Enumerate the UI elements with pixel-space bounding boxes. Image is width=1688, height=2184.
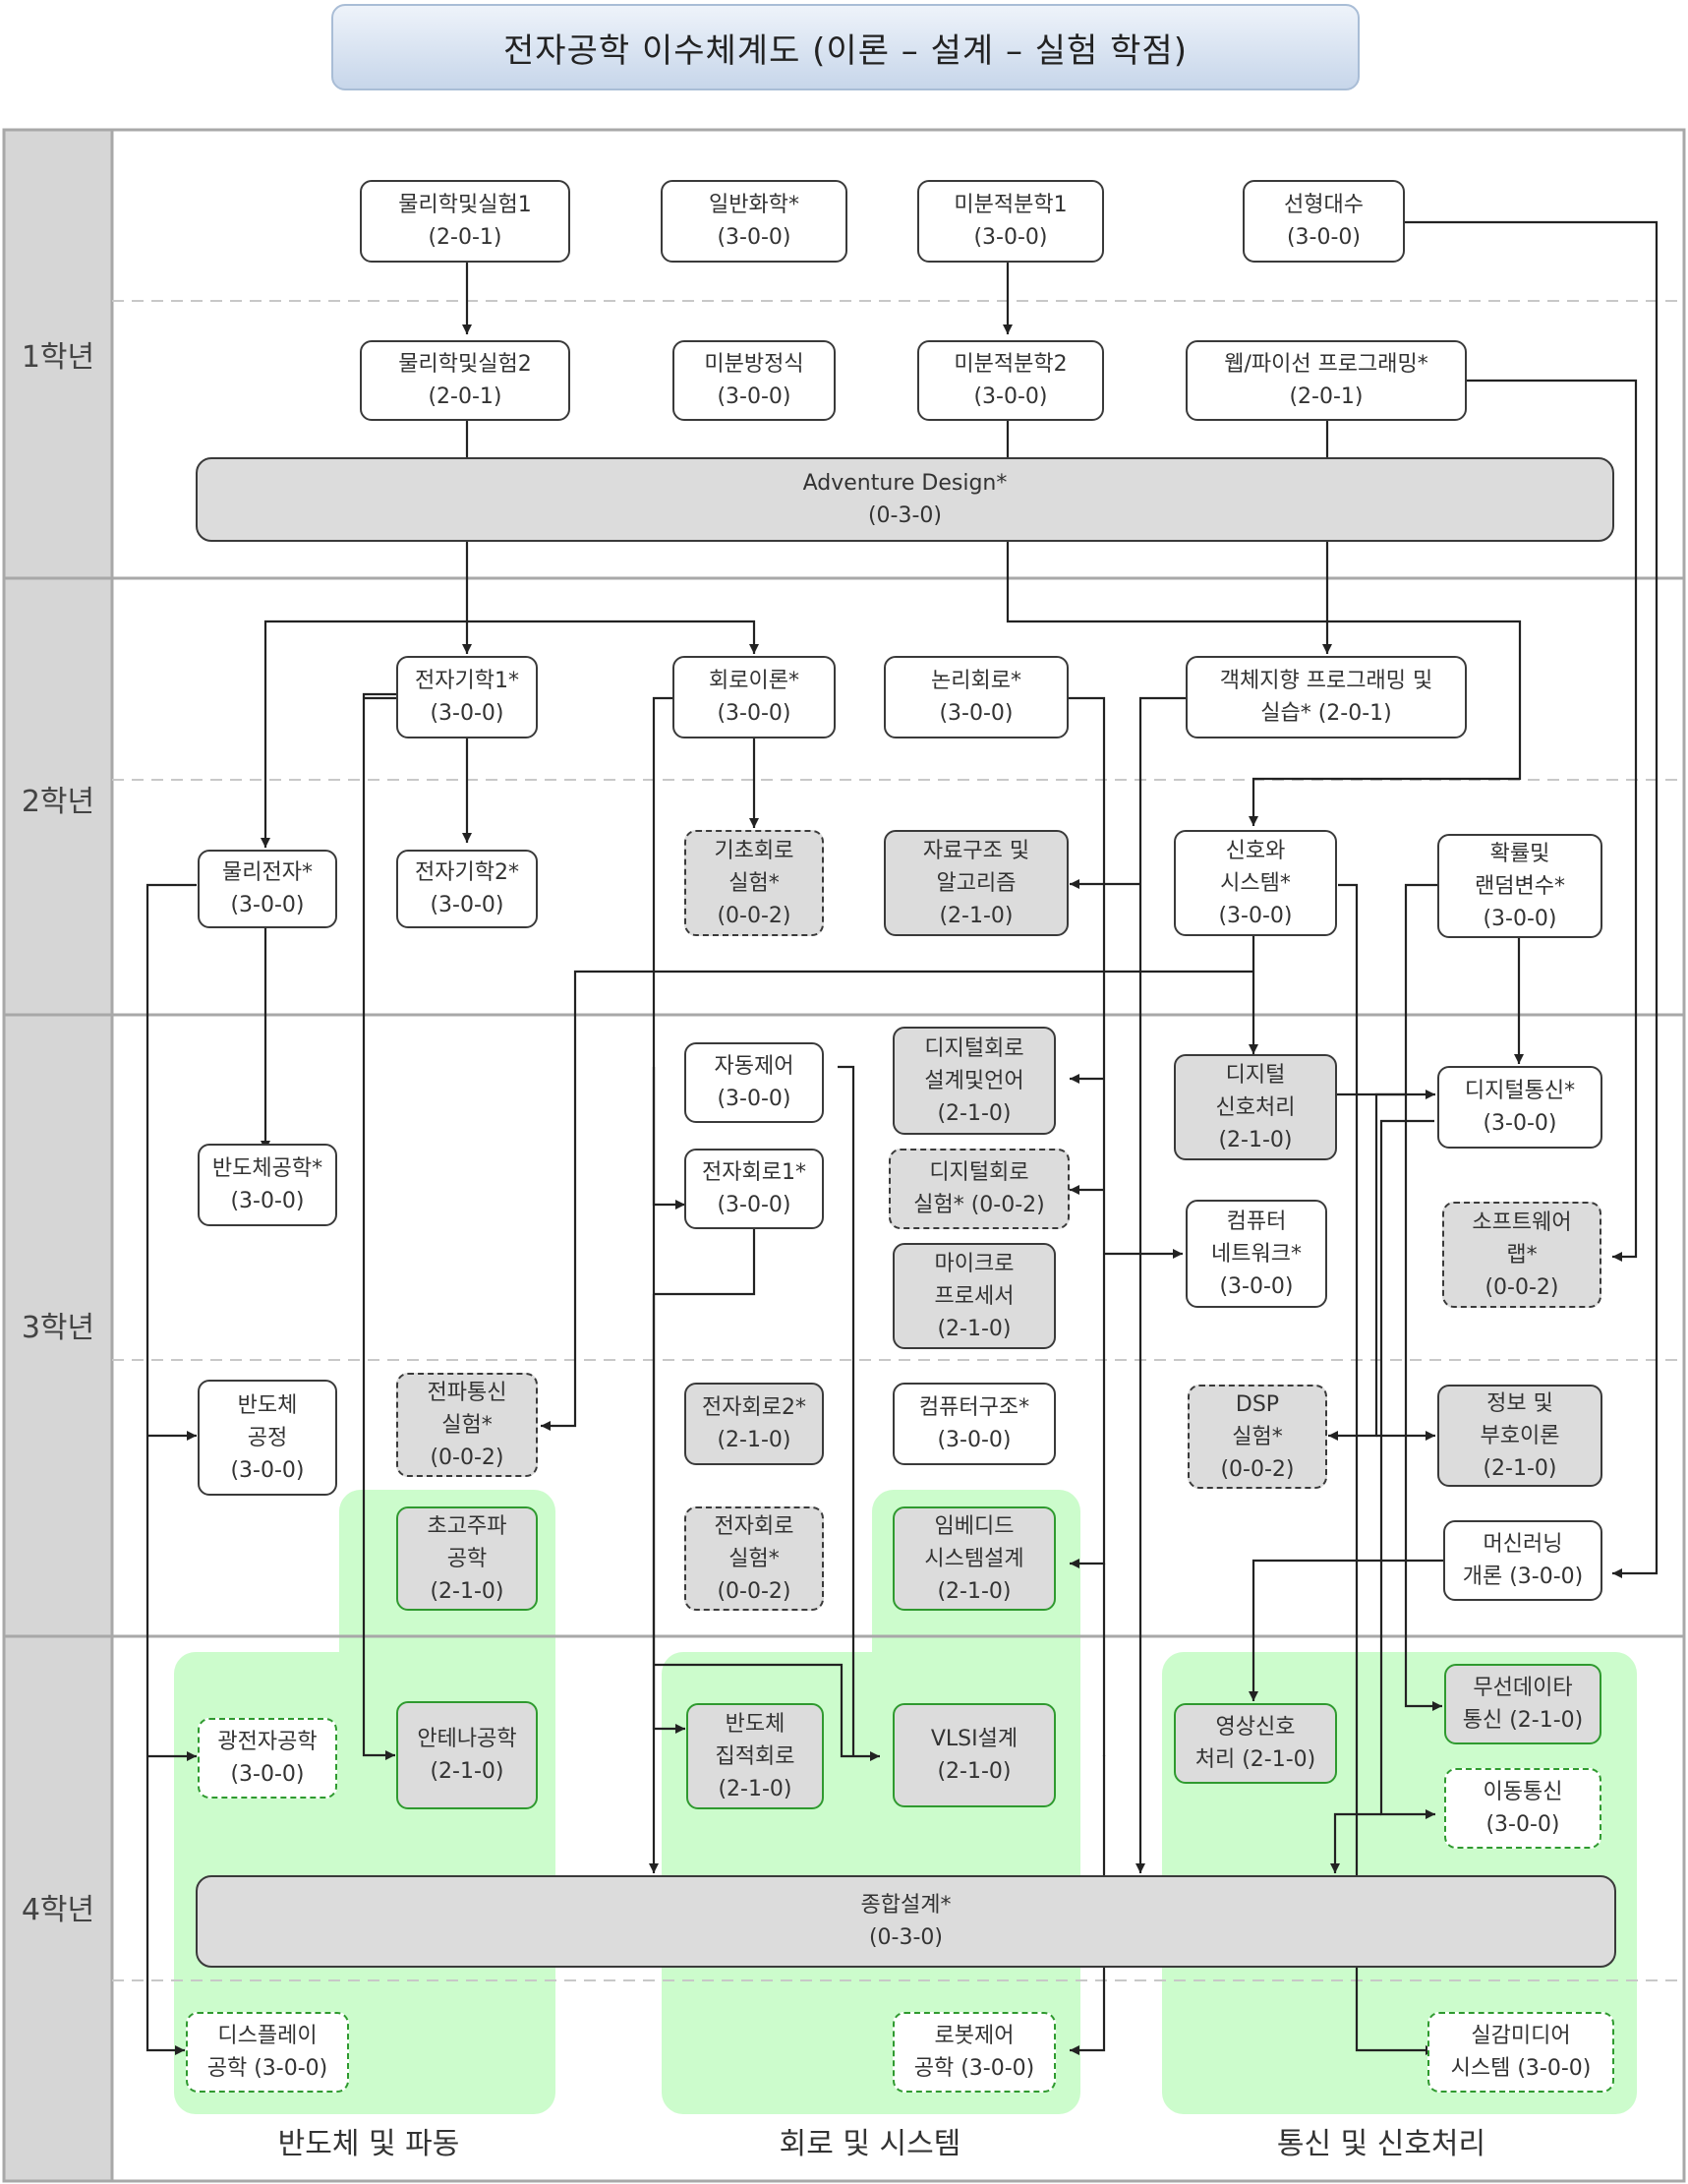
course-circuit-theory: 회로이론*(3-0-0) <box>672 656 836 738</box>
track-label-communications: 통신 및 신호처리 <box>1276 2127 1486 2161</box>
course-web-python: 웹/파이선 프로그래밍*(2-0-1) <box>1186 340 1467 421</box>
course-vlsi-design: VLSI설계(2-1-0) <box>893 1703 1056 1807</box>
course-photonics: 광전자공학(3-0-0) <box>198 1718 337 1799</box>
year-column <box>4 130 112 2181</box>
course-capstone-design: 종합설계*(0-3-0) <box>196 1875 1616 1968</box>
course-general-chemistry: 일반화학*(3-0-0) <box>661 180 847 263</box>
year-label-4: 4학년 <box>21 1893 95 1927</box>
course-logic-circuits: 논리회로*(3-0-0) <box>884 656 1069 738</box>
course-physics-lab-2: 물리학및실험2(2-0-1) <box>360 340 570 421</box>
year-label-2: 2학년 <box>21 785 95 819</box>
course-mobile-communications: 이동통신(3-0-0) <box>1444 1768 1601 1849</box>
course-electronic-circuits-1: 전자회로1*(3-0-0) <box>684 1149 824 1229</box>
course-linear-algebra: 선형대수(3-0-0) <box>1243 180 1405 263</box>
course-physical-electronics: 물리전자*(3-0-0) <box>198 850 337 928</box>
course-computer-architecture: 컴퓨터구조*(3-0-0) <box>893 1383 1056 1465</box>
course-electromagnetics-2: 전자기학2*(3-0-0) <box>396 850 538 928</box>
page-title: 전자공학 이수체계도 (이론 – 설계 – 실험 학점) <box>331 4 1360 90</box>
course-differential-equations: 미분방정식(3-0-0) <box>672 340 836 421</box>
course-digital-communications: 디지털통신*(3-0-0) <box>1437 1066 1602 1149</box>
year-label-1: 1학년 <box>21 340 95 375</box>
year-label-3: 3학년 <box>21 1311 95 1345</box>
course-calculus-2: 미분적분학2(3-0-0) <box>917 340 1104 421</box>
track-label-circuits: 회로 및 시스템 <box>779 2127 961 2161</box>
track-label-semiconductor: 반도체 및 파동 <box>277 2127 460 2161</box>
course-physics-lab-1: 물리학및실험1(2-0-1) <box>360 180 570 263</box>
course-calculus-1: 미분적분학1(3-0-0) <box>917 180 1104 263</box>
course-automatic-control: 자동제어(3-0-0) <box>684 1042 824 1123</box>
course-antenna-engineering: 안테나공학(2-1-0) <box>396 1701 538 1809</box>
course-semiconductor-engineering: 반도체공학*(3-0-0) <box>198 1144 337 1226</box>
course-electromagnetics-1: 전자기학1*(3-0-0) <box>396 656 538 738</box>
course-electronic-circuits-2: 전자회로2*(2-1-0) <box>684 1383 824 1465</box>
course-adventure-design: Adventure Design*(0-3-0) <box>196 457 1614 542</box>
